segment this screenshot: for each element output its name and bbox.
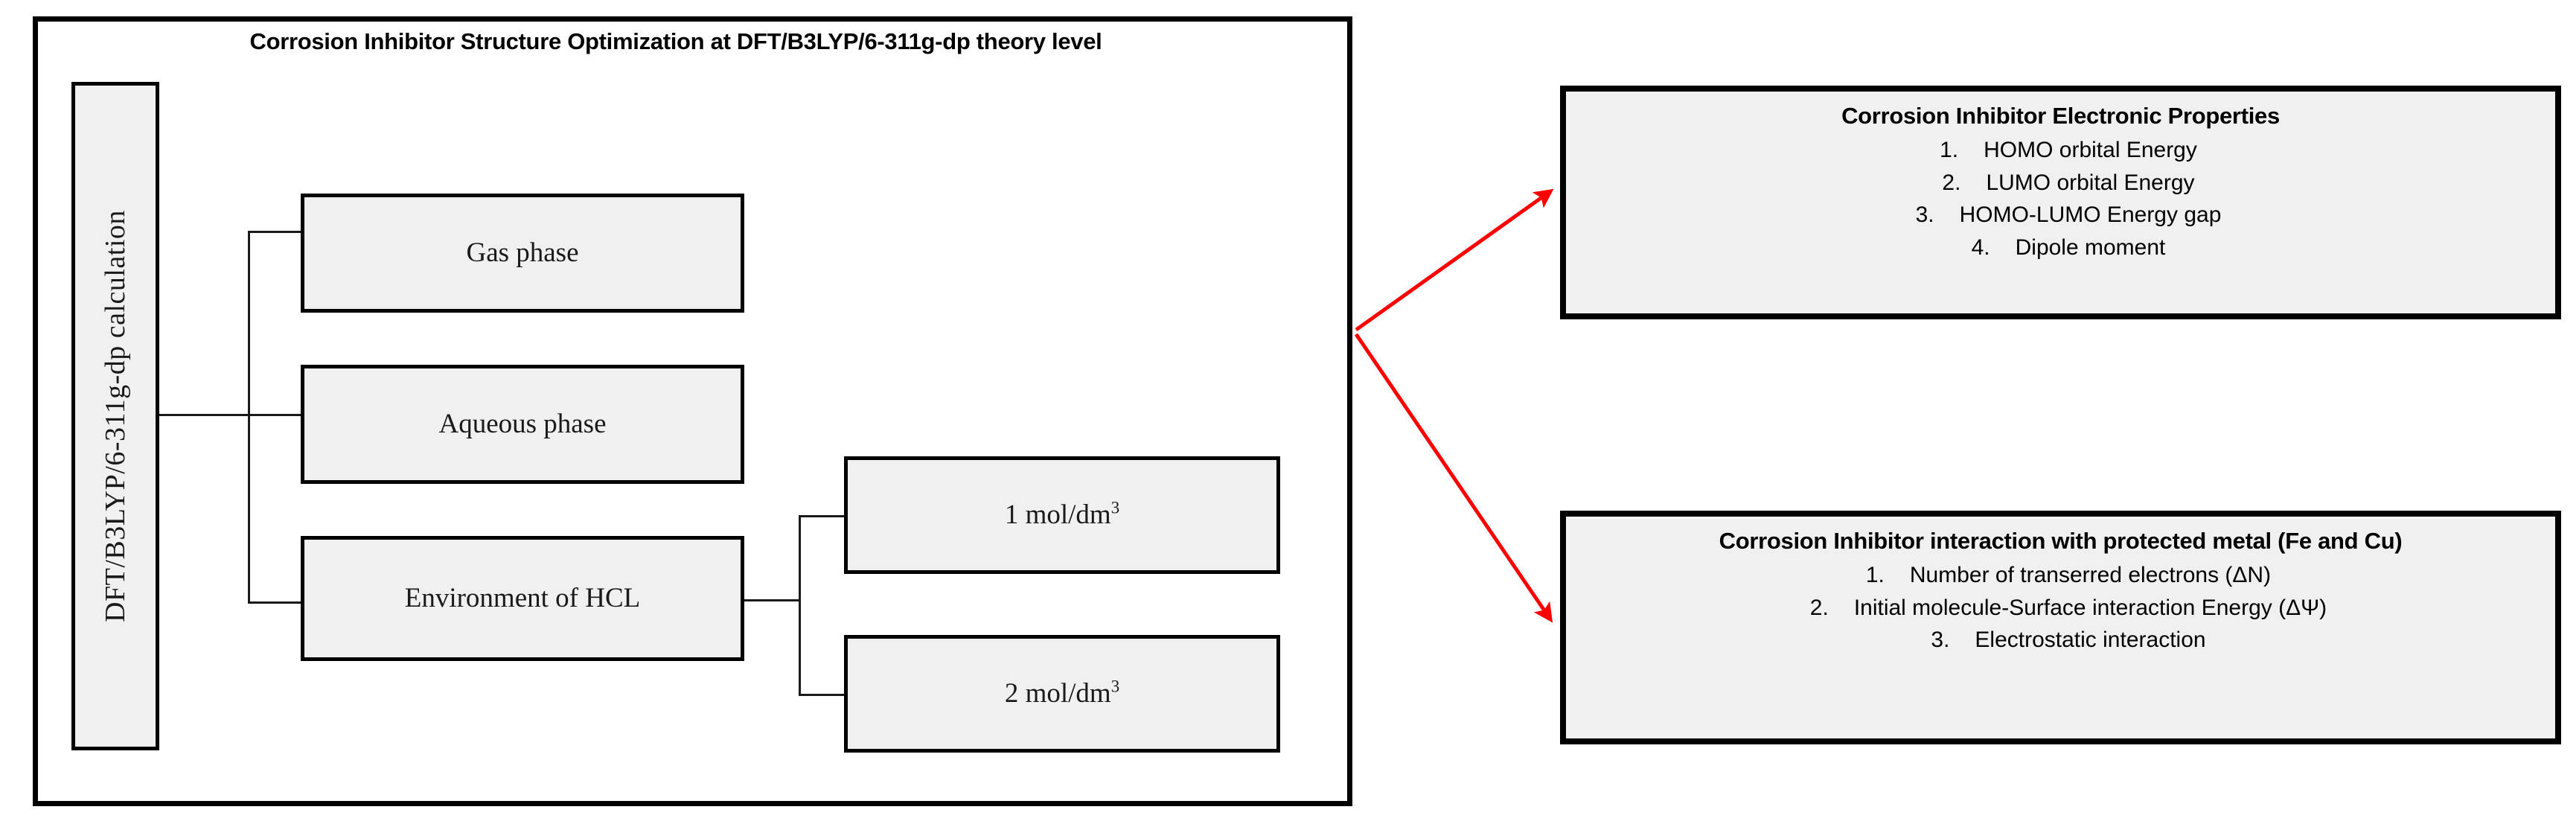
branch-box-aqueous-phase[interactable]: Aqueous phase bbox=[301, 365, 744, 484]
output-title-metal-interaction: Corrosion Inhibitor interaction with pro… bbox=[1719, 528, 2403, 554]
output-title-electronic-properties: Corrosion Inhibitor Electronic Propertie… bbox=[1841, 103, 2280, 129]
concentration-label-2: 2 mol/dm3 bbox=[1004, 677, 1120, 709]
list-item: 2. LUMO orbital Energy bbox=[1585, 167, 2536, 199]
list-item-number: 2. bbox=[1942, 170, 1961, 195]
list-item: 4. Dipole moment bbox=[1585, 232, 2536, 264]
root-calculation-box[interactable]: DFT/B3LYP/6-311g-dp calculation bbox=[71, 82, 159, 750]
output-list-electronic-properties: 1. HOMO orbital Energy 2. LUMO orbital Ene… bbox=[1585, 134, 2536, 264]
output-box-electronic-properties[interactable]: Corrosion Inhibitor Electronic Propertie… bbox=[1560, 86, 2561, 319]
list-item-text: Electrostatic interaction bbox=[1975, 628, 2206, 653]
connector-root-stub bbox=[159, 414, 249, 416]
branch-label-environment-hcl: Environment of HCL bbox=[404, 582, 641, 613]
branch-label-aqueous-phase: Aqueous phase bbox=[438, 408, 607, 439]
list-item-text: HOMO-LUMO Energy gap bbox=[1959, 202, 2222, 228]
connector-trunk-vertical bbox=[248, 231, 250, 603]
list-item: 3. Electrostatic interaction bbox=[1585, 624, 2536, 657]
list-item-number: 1. bbox=[1940, 137, 1959, 162]
list-item-text: Initial molecule-Surface interaction Ene… bbox=[1853, 595, 2327, 620]
branch-box-environment-hcl[interactable]: Environment of HCL bbox=[301, 536, 744, 661]
concentration-value-2: 2 bbox=[1004, 677, 1019, 709]
concentration-exponent-1: 3 bbox=[1110, 498, 1120, 517]
list-item-number: 1. bbox=[1865, 562, 1885, 587]
list-item-text: Number of transerred electrons (ΔN) bbox=[1909, 562, 2272, 587]
branch-box-gas-phase[interactable]: Gas phase bbox=[301, 194, 744, 313]
list-item-number: 2. bbox=[1809, 595, 1829, 620]
panel-title: Corrosion Inhibitor Structure Optimizati… bbox=[249, 28, 1102, 54]
connector-concentration-vertical bbox=[799, 515, 801, 696]
concentration-box-2[interactable]: 2 mol/dm3 bbox=[844, 635, 1280, 753]
concentration-box-1[interactable]: 1 mol/dm3 bbox=[844, 456, 1280, 574]
concentration-unit-1: mol/dm bbox=[1025, 499, 1111, 530]
concentration-label-1: 1 mol/dm3 bbox=[1004, 498, 1120, 531]
connector-hcl-stub bbox=[744, 599, 799, 601]
list-item-number: 4. bbox=[1971, 235, 1990, 261]
connector-branch-hcl bbox=[248, 601, 302, 604]
connector-branch-conc-1 bbox=[799, 515, 846, 517]
list-item-number: 3. bbox=[1931, 628, 1950, 653]
list-item-text: HOMO orbital Energy bbox=[1984, 137, 2197, 162]
concentration-value-1: 1 bbox=[1004, 499, 1019, 530]
list-item: 2. Initial molecule-Surface interaction E… bbox=[1585, 592, 2536, 625]
connector-branch-gas bbox=[248, 231, 302, 233]
branch-label-gas-phase: Gas phase bbox=[466, 237, 579, 268]
arrow-to-metal-interaction bbox=[1354, 333, 1553, 623]
list-item-text: Dipole moment bbox=[2015, 235, 2166, 261]
arrow-to-electronic-properties bbox=[1355, 188, 1554, 332]
root-calculation-label: DFT/B3LYP/6-311g-dp calculation bbox=[100, 210, 131, 622]
connector-branch-aqueous bbox=[248, 414, 302, 416]
concentration-unit-2: mol/dm bbox=[1025, 677, 1111, 709]
list-item: 1. HOMO orbital Energy bbox=[1585, 134, 2536, 167]
list-item-text: LUMO orbital Energy bbox=[1986, 170, 2195, 195]
concentration-exponent-2: 3 bbox=[1110, 677, 1120, 696]
output-list-metal-interaction: 1. Number of transerred electrons (ΔN) 2.… bbox=[1585, 559, 2536, 657]
list-item: 3. HOMO-LUMO Energy gap bbox=[1585, 199, 2536, 232]
list-item-number: 3. bbox=[1915, 202, 1934, 228]
connector-branch-conc-2 bbox=[799, 694, 846, 696]
output-box-metal-interaction[interactable]: Corrosion Inhibitor interaction with pro… bbox=[1560, 511, 2561, 744]
list-item: 1. Number of transerred electrons (ΔN) bbox=[1585, 559, 2536, 592]
